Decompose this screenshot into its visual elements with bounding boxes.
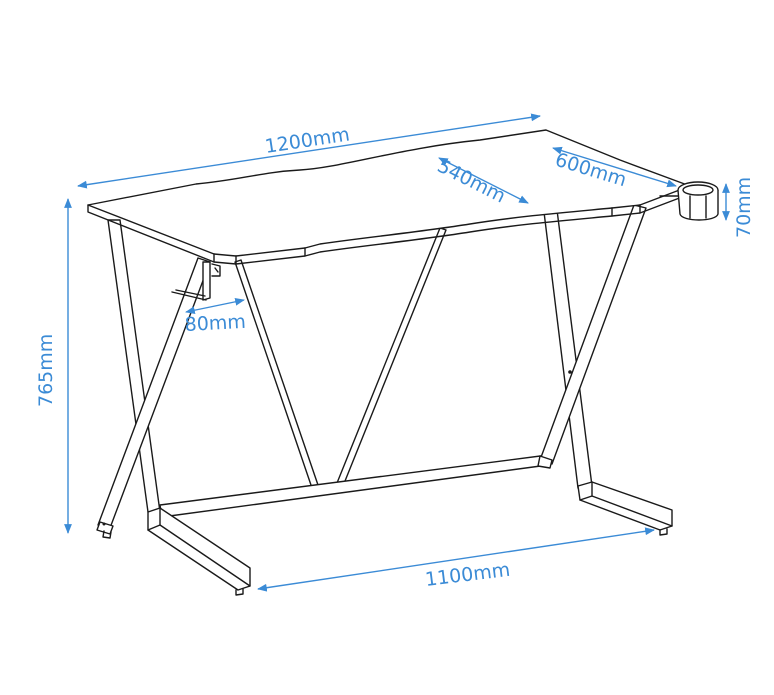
rear-brace-left — [234, 259, 319, 489]
desk-top-edge — [87, 185, 691, 265]
rear-brace-right — [336, 227, 447, 487]
dimension-lines — [64, 113, 730, 592]
cup-holder-height-label: 70mm — [733, 177, 755, 238]
desk-top — [87, 129, 691, 265]
right-front-leg — [539, 204, 647, 465]
foot-span-label: 1100mm — [424, 559, 511, 591]
side-depth-dimension-line — [552, 146, 677, 188]
left-floor-foot — [147, 507, 251, 591]
bottom-stretcher — [159, 454, 549, 518]
desk-frame — [96, 204, 673, 596]
hook-dimension-line — [185, 297, 245, 315]
cup-holder — [659, 181, 719, 221]
foot-span-dimension-line — [257, 527, 655, 592]
inner-depth-dimension-line — [438, 157, 529, 204]
hook-size-label: 80mm — [184, 311, 246, 336]
width-dimension-line — [77, 113, 541, 189]
height-label: 765mm — [35, 334, 57, 407]
width-label: 1200mm — [263, 123, 351, 158]
desk-top-surface — [87, 129, 691, 257]
left-rear-leg — [107, 219, 161, 513]
